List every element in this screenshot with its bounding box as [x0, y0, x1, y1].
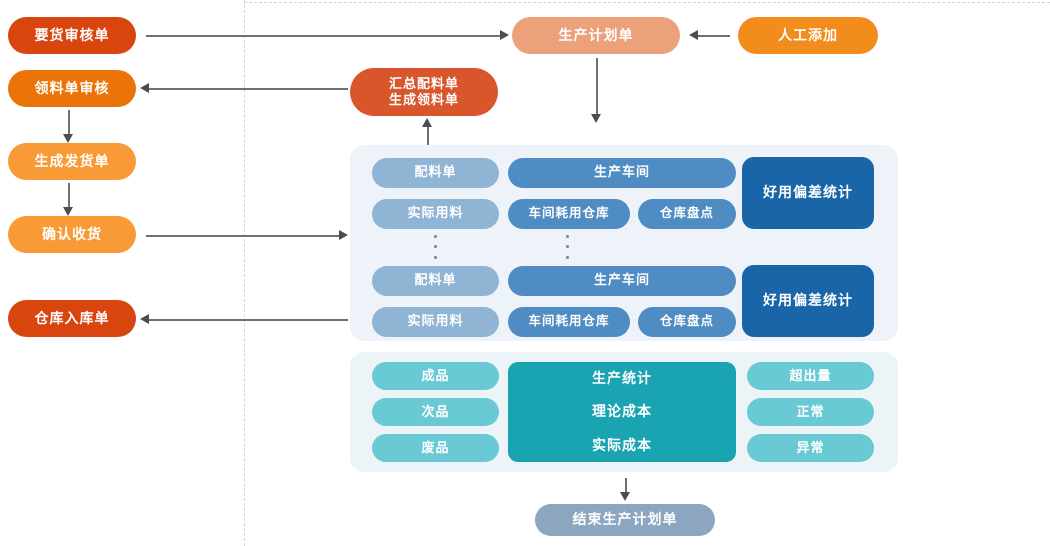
node-liaoliaodan-shenhe[interactable]: 领料单审核 — [8, 70, 136, 107]
node-shengcheng-fahuodan[interactable]: 生成发货单 — [8, 143, 136, 180]
node-cangku-rukudan[interactable]: 仓库入库单 — [8, 300, 136, 337]
production-group-1-center-stack: 生产车间 车间耗用仓库 仓库盘点 — [508, 265, 736, 337]
statistics-right-stack: 超出量 正常 异常 — [747, 362, 874, 462]
tile-haoyongpianchatongji-1[interactable]: 好用偏差统计 — [742, 265, 874, 337]
tile-chejianhaoyongcangku-0[interactable]: 车间耗用仓库 — [508, 198, 630, 229]
production-panel: 配料单 实际用料 生产车间 车间耗用仓库 仓库盘点 好用偏差统计 配料单 实际用… — [350, 145, 898, 341]
tile-shijiyongliao-1[interactable]: 实际用料 — [372, 306, 499, 337]
node-jieshu-shengchanjihuadan[interactable]: 结束生产计划单 — [535, 504, 715, 536]
production-group-1-center-row: 车间耗用仓库 仓库盘点 — [508, 306, 736, 337]
arrowhead-statistics-to-end — [620, 492, 630, 501]
production-group-0-left-stack: 配料单 实际用料 — [372, 157, 499, 229]
tile-lilunchengben: 理论成本 — [592, 403, 652, 420]
node-shengchan-jihuadan[interactable]: 生产计划单 — [512, 17, 680, 54]
tile-chengpin[interactable]: 成品 — [372, 362, 499, 390]
tile-shengchanchejian-1[interactable]: 生产车间 — [508, 265, 736, 296]
connector-rengong-to-jihua — [697, 35, 730, 37]
production-group-0-center-row: 车间耗用仓库 仓库盘点 — [508, 198, 736, 229]
tile-center-statistics-block[interactable]: 生产统计 理论成本 实际成本 — [508, 362, 736, 462]
arrowhead-panel-to-ruku — [140, 314, 149, 324]
statistics-panel: 成品 次品 废品 生产统计 理论成本 实际成本 超出量 正常 异常 — [350, 352, 898, 472]
connector-yaohuo-to-jihua — [146, 35, 501, 37]
connector-huizong-to-liaoliaoshenhe — [148, 88, 348, 90]
arrowhead-huizong-to-liaoliaoshenhe — [140, 83, 149, 93]
connector-panel-to-huizong — [427, 126, 429, 156]
connector-statistics-to-end — [625, 478, 627, 494]
tile-cangkupandian-0[interactable]: 仓库盘点 — [638, 198, 736, 229]
connector-jihua-to-panel — [596, 58, 598, 116]
arrowhead-rengong-to-jihua — [689, 30, 698, 40]
tile-yichang[interactable]: 异常 — [747, 434, 874, 462]
arrowhead-panel-to-huizong — [422, 118, 432, 127]
tile-zhengchang[interactable]: 正常 — [747, 398, 874, 426]
production-group-0-center-stack: 生产车间 车间耗用仓库 仓库盘点 — [508, 157, 736, 229]
arrowhead-fahuo-to-shouhuo — [63, 207, 73, 216]
node-yaohuo-shenhedan[interactable]: 要货审核单 — [8, 17, 136, 54]
arrowhead-yaohuo-to-jihua — [500, 30, 509, 40]
connector-shenhe-to-fahuo — [68, 110, 70, 136]
arrowhead-jihua-to-panel — [591, 114, 601, 123]
tile-haoyongpianchatongji-0[interactable]: 好用偏差统计 — [742, 157, 874, 229]
huizong-line2: 生成领料单 — [388, 92, 459, 107]
node-huizong-peiliaodan[interactable]: 汇总配料单 生成领料单 — [350, 68, 498, 116]
node-rengong-tianjia[interactable]: 人工添加 — [738, 17, 878, 54]
tile-shengchantongji: 生产统计 — [592, 369, 652, 386]
tile-chejianhaoyongcangku-1[interactable]: 车间耗用仓库 — [508, 306, 630, 337]
tile-chaochuliang[interactable]: 超出量 — [747, 362, 874, 390]
tile-peiliaodan-0[interactable]: 配料单 — [372, 157, 499, 188]
statistics-left-stack: 成品 次品 废品 — [372, 362, 499, 462]
huizong-line1: 汇总配料单 — [388, 75, 459, 91]
connector-fahuo-to-shouhuo — [68, 183, 70, 209]
arrowhead-shouhuo-to-panel — [339, 230, 348, 240]
tile-feipin[interactable]: 废品 — [372, 434, 499, 462]
arrowhead-shenhe-to-fahuo — [63, 134, 73, 143]
tile-shijichengben: 实际成本 — [592, 436, 652, 453]
dashed-guide-vertical — [244, 0, 245, 546]
tile-peiliaodan-1[interactable]: 配料单 — [372, 265, 499, 296]
dashed-guide-horizontal — [244, 2, 1050, 3]
ellipsis-left-column — [434, 235, 437, 269]
tile-shijiyongliao-0[interactable]: 实际用料 — [372, 198, 499, 229]
ellipsis-center-column — [566, 235, 569, 269]
connector-shouhuo-to-panel — [146, 235, 340, 237]
tile-shengchanchejian-0[interactable]: 生产车间 — [508, 157, 736, 188]
connector-panel-to-ruku — [148, 319, 348, 321]
production-group-1-left-stack: 配料单 实际用料 — [372, 265, 499, 337]
tile-cangkupandian-1[interactable]: 仓库盘点 — [638, 306, 736, 337]
node-queren-shouhuo[interactable]: 确认收货 — [8, 216, 136, 253]
tile-cipin[interactable]: 次品 — [372, 398, 499, 426]
